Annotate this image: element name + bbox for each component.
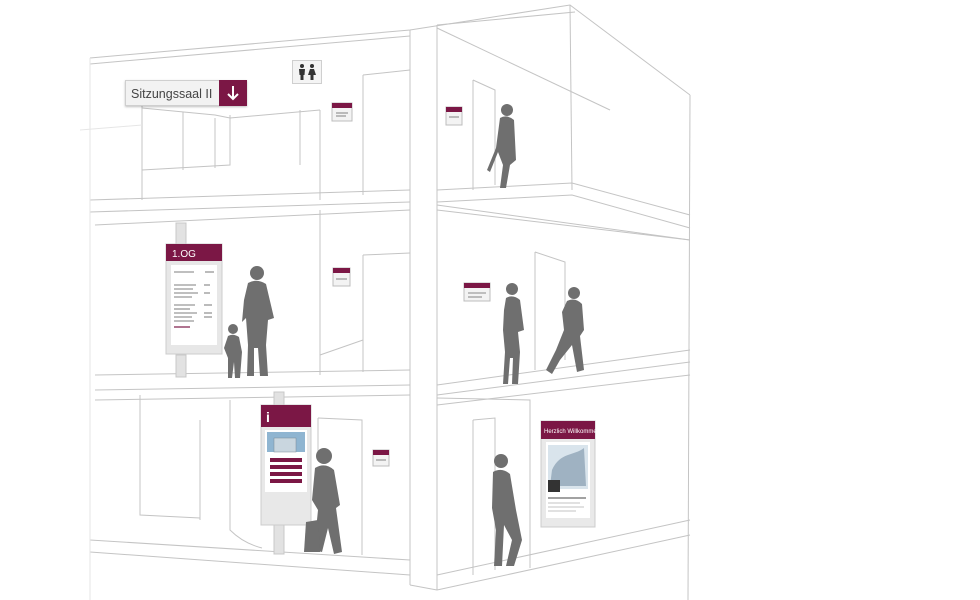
- door-sign-ground: [372, 449, 390, 467]
- directory-lines: [174, 271, 214, 322]
- welcome-poster-header: Herzlich Willkommen: [544, 429, 600, 435]
- room-direction-sign: Sitzungssaal II: [125, 80, 248, 106]
- person-adult-with-child: [224, 266, 274, 378]
- welcome-poster: Herzlich Willkommen: [540, 420, 600, 528]
- person-upper-right: [487, 104, 516, 188]
- room-sign-label: Sitzungssaal II: [125, 80, 220, 106]
- restroom-icon: [299, 64, 316, 80]
- door-sign-upper-left: [331, 102, 353, 122]
- info-stele: i: [260, 391, 312, 555]
- door-sign-mid-right: [463, 282, 491, 302]
- person-man-walking: [546, 287, 584, 374]
- restroom-sign: [292, 60, 322, 84]
- door-sign-mid-left: [332, 267, 351, 287]
- arrow-down-icon: [219, 80, 248, 106]
- people-silhouettes: [224, 104, 584, 566]
- person-woman-standing: [503, 283, 524, 384]
- info-icon: i: [266, 409, 270, 425]
- person-man-ground: [492, 454, 522, 566]
- door-sign-upper-right: [445, 106, 463, 126]
- floor-directory-header: 1.OG: [172, 249, 196, 260]
- person-woman-with-bag: [304, 448, 342, 554]
- floor-directory-stele: 1.OG: [165, 222, 223, 378]
